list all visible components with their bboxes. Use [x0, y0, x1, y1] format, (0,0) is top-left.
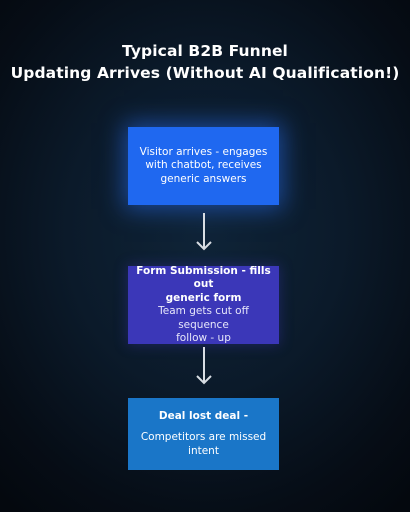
title-line-2: Updating Arrives (Without AI Qualificati… [10, 64, 400, 82]
step-2-detail-line: Team gets cut off sequence [158, 305, 249, 331]
step-1-text-line: generic answers [160, 172, 247, 185]
step-2-heading-line: Form Submission - fills out [136, 264, 271, 291]
diagram-title: Typical B2B Funnel Updating Arrives (Wit… [0, 40, 410, 84]
down-arrow-icon [196, 347, 212, 385]
step-2-detail-line: follow - up [176, 332, 231, 344]
step-2-heading-line: generic form [165, 291, 242, 304]
step-visitor-arrives: Visitor arrives - engages with chatbot, … [128, 127, 279, 205]
step-1-text-line: with chatbot, receives [145, 159, 262, 172]
step-1-text-line: Visitor arrives - engages [139, 145, 268, 158]
step-form-submission: Form Submission - fills out generic form… [128, 264, 279, 344]
step-3-heading: Deal lost deal - [158, 409, 249, 422]
down-arrow-icon [196, 213, 212, 251]
step-3-detail-line: intent [188, 444, 219, 457]
step-3-detail-line: Competitors are missed [140, 431, 267, 444]
step-deal-lost: Deal lost deal - Competitors are missed … [128, 398, 279, 470]
title-line-1: Typical B2B Funnel [122, 42, 288, 60]
